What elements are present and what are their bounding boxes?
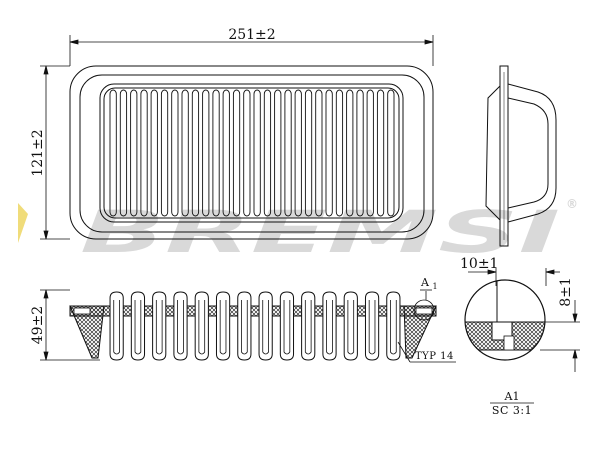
section-pleat-inner [390, 300, 397, 355]
top-view-pleat [171, 89, 179, 217]
section-pleat-inner [368, 300, 376, 355]
top-view-pleat [232, 89, 241, 217]
section-pleat-inner [347, 300, 355, 355]
top-view-pleat [263, 89, 272, 217]
dimension-length-label: 251±2 [228, 27, 275, 43]
section-left-slot [73, 307, 91, 315]
top-view-media-border [103, 87, 400, 219]
top-view-pleat [150, 89, 158, 217]
section-pleat [258, 291, 273, 361]
section-pleat-inner [326, 300, 333, 355]
section-pleat [194, 291, 209, 361]
section-pleat [322, 291, 337, 361]
dimension-width-label: 121±2 [30, 129, 46, 176]
top-view-pleats [109, 89, 395, 217]
top-view-pleat [335, 89, 344, 217]
section-pleat-inner [283, 300, 291, 355]
top-view-pleat [356, 89, 364, 217]
callout-pleat-type-label: TYP 14 [415, 351, 454, 362]
side-view [485, 65, 557, 247]
top-view-pleat [346, 89, 354, 217]
section-pleat [109, 291, 124, 361]
top-view-pleat [181, 89, 189, 217]
top-view-pleat [109, 89, 117, 217]
callout-detail-ref: A 1 [420, 276, 438, 291]
top-view-pleat [160, 89, 169, 217]
section-pleat [237, 291, 252, 361]
section-pleat-inner [241, 300, 248, 355]
callout-pleat-type [397, 341, 456, 363]
dimension-seal-height [540, 300, 580, 372]
top-view-pleat [315, 89, 323, 217]
top-view-pleat [294, 89, 302, 217]
section-pleat [152, 291, 167, 361]
dimension-seal-width [468, 268, 560, 286]
section-pleat [343, 291, 358, 361]
dimension-seal-height-label: 8±1 [558, 277, 574, 307]
side-view-lip [485, 85, 501, 221]
top-view-pleat [140, 89, 148, 217]
top-view-pleat [119, 89, 128, 217]
section-pleat-inner [198, 300, 206, 355]
top-view-pleat [253, 89, 261, 217]
top-view-inner-frame [79, 74, 425, 233]
detail-scale-label: SC 3:1 [492, 404, 532, 417]
callout-detail-a1 [413, 289, 435, 321]
section-pleat-inner [177, 300, 184, 355]
top-view-pleat [191, 89, 200, 217]
section-pleat [301, 291, 316, 361]
section-pleat-inner [219, 300, 227, 355]
top-view-pleat [325, 89, 333, 217]
section-frame-band [69, 305, 437, 317]
section-pleat [173, 291, 188, 361]
top-view-pleat [130, 89, 138, 217]
section-pleat [364, 291, 380, 361]
side-view-frame-edge [499, 65, 509, 247]
top-view-pleat [212, 89, 220, 217]
detail-a1-view [464, 279, 546, 361]
top-view-pleat [202, 89, 210, 217]
section-pleat [215, 291, 231, 361]
side-view-pleat-body [507, 83, 557, 223]
watermark-arrow-icon [18, 203, 28, 243]
front-section-view [69, 291, 437, 361]
watermark-registered-mark: ® [566, 197, 578, 211]
top-view [69, 65, 434, 240]
side-view-pleat-inner [507, 97, 549, 209]
section-pleat-inner [262, 300, 269, 355]
top-view-pleat [222, 89, 230, 217]
dimension-seal-width-label: 10±1 [460, 256, 498, 272]
section-pleat [130, 291, 146, 361]
dimension-height [40, 289, 100, 361]
top-view-outer-frame [69, 65, 434, 240]
top-view-pleat [387, 89, 395, 217]
section-right-slot [415, 307, 433, 315]
top-view-filter-media [99, 83, 404, 223]
section-pleat-inner [134, 300, 142, 355]
top-view-pleat [274, 89, 282, 217]
top-view-pleat [243, 89, 251, 217]
dimension-length [69, 35, 434, 66]
dimension-width [40, 65, 70, 240]
section-pleat [386, 291, 401, 361]
section-pleat-inner [304, 300, 312, 355]
section-pleat-inner [113, 300, 120, 355]
detail-caption-ref: A1 [504, 390, 520, 403]
dimension-height-label: 49±2 [30, 306, 46, 344]
top-view-pleat [304, 89, 313, 217]
section-pleat-inner [155, 300, 163, 355]
section-pleat [279, 291, 295, 361]
top-view-pleat [284, 89, 292, 217]
top-view-pleat [366, 89, 374, 217]
section-pleats [109, 291, 401, 361]
top-view-pleat [376, 89, 385, 217]
